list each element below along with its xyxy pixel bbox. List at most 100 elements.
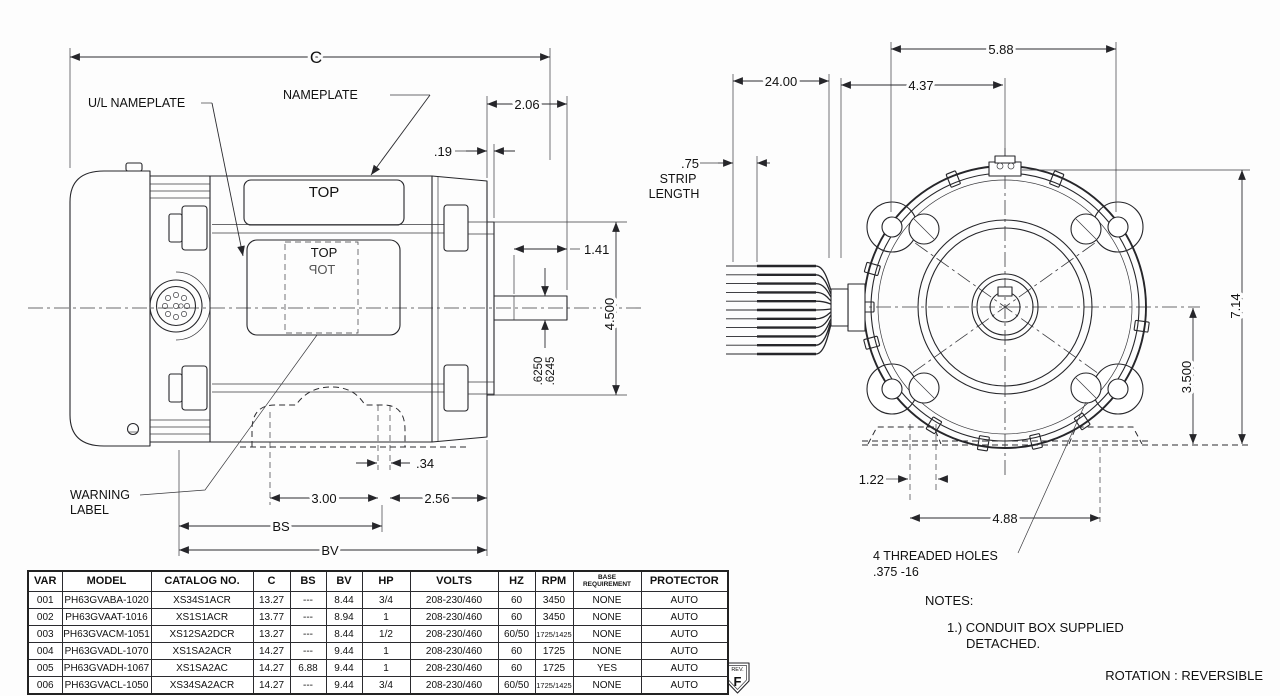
table-cell: 14.27 — [252, 659, 291, 677]
table-cell: 1725/1425 — [534, 625, 574, 643]
dim-overall-length: C — [310, 48, 322, 67]
table-cell: AUTO — [640, 591, 729, 609]
table-cell: XS34S1ACR — [150, 591, 254, 609]
table-cell: 3/4 — [361, 591, 411, 609]
table-cell: 60 — [497, 642, 536, 660]
table-cell: 1725 — [534, 642, 574, 660]
table-cell: --- — [289, 591, 327, 609]
table-cell: 13.27 — [252, 591, 291, 609]
table-cell: 14.27 — [252, 642, 291, 660]
side-view-callouts: U/L NAMEPLATE NAMEPLATE WARNING LABEL — [70, 88, 431, 517]
table-cell: 1725/1425 — [534, 676, 574, 695]
table-cell: 208-230/460 — [409, 676, 499, 695]
strip-length-line1: STRIP — [660, 172, 697, 186]
dim-foot-span: 4.88 — [992, 511, 1017, 526]
threaded-holes — [908, 213, 1102, 404]
table-cell: 006 — [27, 676, 63, 695]
connector-pins — [162, 292, 190, 320]
front-view-motor — [726, 78, 1250, 522]
dim-bolt-span: 5.88 — [988, 42, 1013, 57]
table-cell: 8.44 — [325, 625, 363, 643]
table-cell: AUTO — [640, 642, 729, 660]
table-cell: XS34SA2ACR — [150, 676, 254, 695]
table-header-cell: VAR — [27, 570, 63, 592]
table-cell: 004 — [27, 642, 63, 660]
side-view-dimensions: C 2.06 .19 1.41 4.500 .6250 .6245 .34 3.… — [69, 45, 627, 561]
dim-foot-pitch: 3.00 — [311, 491, 336, 506]
nameplate-label: NAMEPLATE — [283, 88, 358, 102]
threaded-holes-note-line1: 4 THREADED HOLES — [873, 549, 998, 563]
dim-height-overall: 7.14 — [1228, 293, 1243, 318]
strip-length-line2: LENGTH — [649, 187, 700, 201]
top-terminal — [988, 155, 1022, 177]
dim-bs: BS — [272, 519, 290, 534]
table-cell: 1/2 — [361, 625, 411, 643]
table-cell: 60 — [497, 659, 536, 677]
table-cell: PH63GVABA-1020 — [61, 591, 152, 609]
dim-flange-overhang: 2.56 — [424, 491, 449, 506]
table-header-cell: C — [252, 570, 291, 592]
table-cell: 005 — [27, 659, 63, 677]
table-header-cell: PROTECTOR — [640, 570, 729, 592]
table-cell: AUTO — [640, 608, 729, 626]
table-cell: NONE — [572, 676, 642, 695]
table-cell: AUTO — [640, 625, 729, 643]
table-cell: 208-230/460 — [409, 608, 499, 626]
rev-badge-label: REV. — [731, 667, 744, 673]
rev-badge: REV. F — [725, 662, 750, 694]
table-header-cell: BV — [325, 570, 363, 592]
table-cell: 9.44 — [325, 659, 363, 677]
table-cell: 9.44 — [325, 642, 363, 660]
dim-pilot-dia: 4.500 — [602, 298, 617, 331]
table-cell: PH63GVAAT-1016 — [61, 608, 152, 626]
dim-shaft-dia-hi: .6250 — [533, 357, 545, 386]
table-cell: 1 — [361, 608, 411, 626]
table-cell: NONE — [572, 625, 642, 643]
table-cell: 208-230/460 — [409, 591, 499, 609]
rotation-note: ROTATION : REVERSIBLE — [1105, 668, 1263, 683]
lead-wires — [726, 264, 866, 356]
table-cell: 60 — [497, 591, 536, 609]
table-cell: 8.94 — [325, 608, 363, 626]
dim-height-center: 3.500 — [1179, 361, 1194, 394]
front-view-dimensions: 5.88 24.00 4.37 .75 STRIP LENGTH 7.14 3.… — [649, 39, 1250, 579]
dim-center-offset: 4.37 — [908, 78, 933, 93]
table-cell: PH63GVADL-1070 — [61, 642, 152, 660]
table-cell: 3/4 — [361, 676, 411, 695]
table-cell: 003 — [27, 625, 63, 643]
table-cell: PH63GVACL-1050 — [61, 676, 152, 695]
table-header-cell: RPM — [534, 570, 574, 592]
front-base — [862, 424, 1250, 522]
dim-shaft-length: 1.41 — [584, 242, 609, 257]
table-header-cell: MODEL — [61, 570, 152, 592]
note-1-line2: DETACHED. — [966, 636, 1040, 651]
sticker-top-label: TOP — [311, 245, 338, 260]
table-cell: YES — [572, 659, 642, 677]
table-cell: XS1S1ACR — [150, 608, 254, 626]
table-header-cell: CATALOG NO. — [150, 570, 254, 592]
table-cell: 001 — [27, 591, 63, 609]
strip-length-value: .75 — [681, 156, 699, 171]
table-cell: AUTO — [640, 676, 729, 695]
dim-bv: BV — [321, 543, 339, 558]
table-cell: --- — [289, 608, 327, 626]
table-cell: 13.77 — [252, 608, 291, 626]
table-cell: AUTO — [640, 659, 729, 677]
table-cell: PH63GVADH-1067 — [61, 659, 152, 677]
ul-nameplate-label: U/L NAMEPLATE — [88, 96, 185, 110]
shaft-keyway — [997, 286, 1013, 297]
dim-shaft-dia-lo: .6245 — [545, 357, 557, 386]
note-1-line1: 1.) CONDUIT BOX SUPPLIED — [947, 620, 1124, 635]
table-cell: --- — [289, 625, 327, 643]
table-cell: PH63GVACM-1051 — [61, 625, 152, 643]
table-cell: XS12SA2DCR — [150, 625, 254, 643]
